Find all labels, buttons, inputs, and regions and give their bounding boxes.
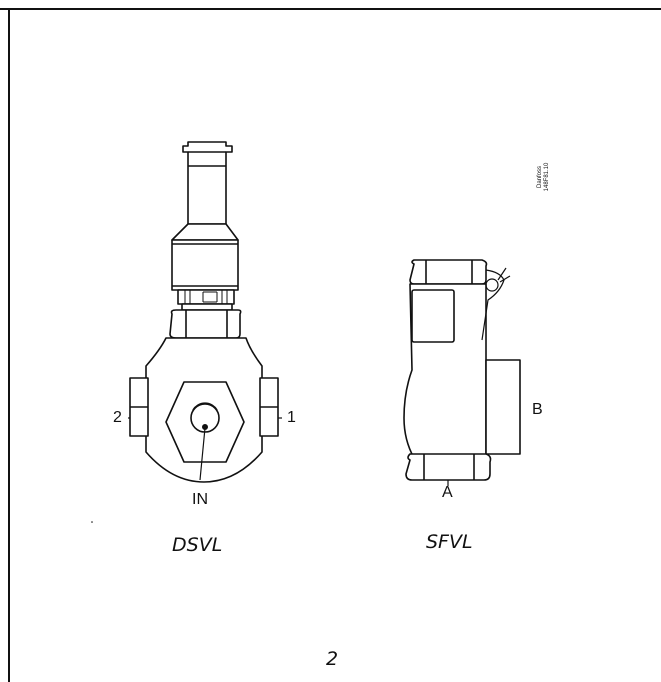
dsvl-caption: DSVL [172, 534, 223, 556]
sfvl-caption: SFVL [426, 531, 473, 553]
dsvl-port-left-label: 2 [113, 409, 122, 426]
dsvl-actuator-body [171, 239, 239, 291]
drawing-reference-text: Danfoss 148F81.10 [537, 162, 550, 192]
sfvl-port-b [485, 359, 521, 455]
sfvl-window [411, 289, 455, 343]
drawing-reference: Danfoss 148F81.10 [537, 140, 551, 212]
sfvl-bottom-cap [405, 453, 492, 481]
sfvl-top-cap [409, 259, 488, 285]
page-top-border [0, 8, 661, 10]
sfvl-valve [403, 259, 521, 486]
page-number: 2 [326, 648, 339, 670]
page-left-border [8, 8, 10, 682]
dsvl-port-in-label: IN [192, 491, 208, 508]
dsvl-collar [171, 223, 239, 241]
dsvl-valve [128, 141, 282, 483]
sfvl-port-a-label: A [442, 484, 453, 501]
dsvl-stem-cap [182, 141, 233, 225]
dsvl-nut [169, 309, 242, 339]
dsvl-port-right-label: 1 [287, 409, 296, 426]
sfvl-port-b-label: B [532, 401, 543, 418]
